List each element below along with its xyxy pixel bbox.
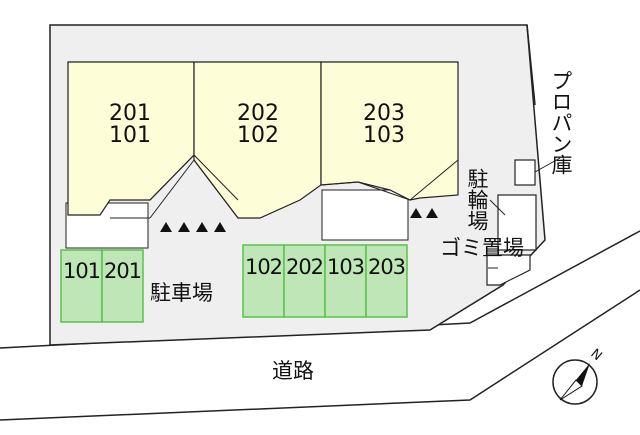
garbage-area-box (486, 254, 531, 286)
road-edge-lower (0, 289, 640, 421)
parking-label-203: 203 (368, 255, 405, 279)
parking-label-102: 102 (245, 255, 282, 279)
bicycle-parking-area (497, 194, 537, 251)
unit-1-lower: 101 (109, 123, 151, 148)
parking-space (60, 249, 103, 323)
unit-3-lower: 103 (363, 123, 405, 148)
compass-north-letter: N (587, 346, 604, 364)
parking-right: 102 202 103 203 (242, 244, 408, 318)
road-label: 道路 (272, 359, 314, 383)
compass-needle-tail (559, 379, 583, 401)
parking-space (242, 244, 285, 318)
bicycle-parking-label: 駐輪場 (465, 168, 489, 231)
propane-shed-box (514, 159, 536, 186)
garbage-area-label: ゴミ置場 (440, 236, 524, 260)
compass-needle (576, 363, 590, 386)
propane-shed-label: プロパン庫 (549, 70, 573, 175)
entrance-triangle (196, 222, 208, 232)
north-compass: N (552, 346, 605, 405)
entrance-markers (160, 208, 438, 232)
parking-label: 駐車場 (150, 281, 213, 305)
parking-label-201: 201 (104, 259, 141, 283)
parking-label-202: 202 (286, 255, 323, 279)
parking-space (324, 244, 367, 318)
parking-left: 101 201 (60, 249, 144, 323)
parking-space (101, 249, 144, 323)
parking-label-103: 103 (327, 255, 364, 279)
unit-1-upper: 201 (109, 101, 151, 126)
parking-space (283, 244, 326, 318)
compass-circle (552, 359, 598, 405)
unit-2-upper: 202 (237, 101, 279, 126)
entrance-triangle (410, 208, 422, 218)
entrance-triangle (214, 222, 226, 232)
unit-3-upper: 203 (363, 101, 405, 126)
entrance-triangle (160, 222, 172, 232)
entrance-triangle (426, 208, 438, 218)
open-area-middle (321, 189, 409, 241)
parking-space (365, 244, 408, 318)
unit-2-lower: 102 (237, 123, 279, 148)
building (67, 61, 459, 219)
entrance-triangle (178, 222, 190, 232)
parking-label-101: 101 (63, 259, 100, 283)
